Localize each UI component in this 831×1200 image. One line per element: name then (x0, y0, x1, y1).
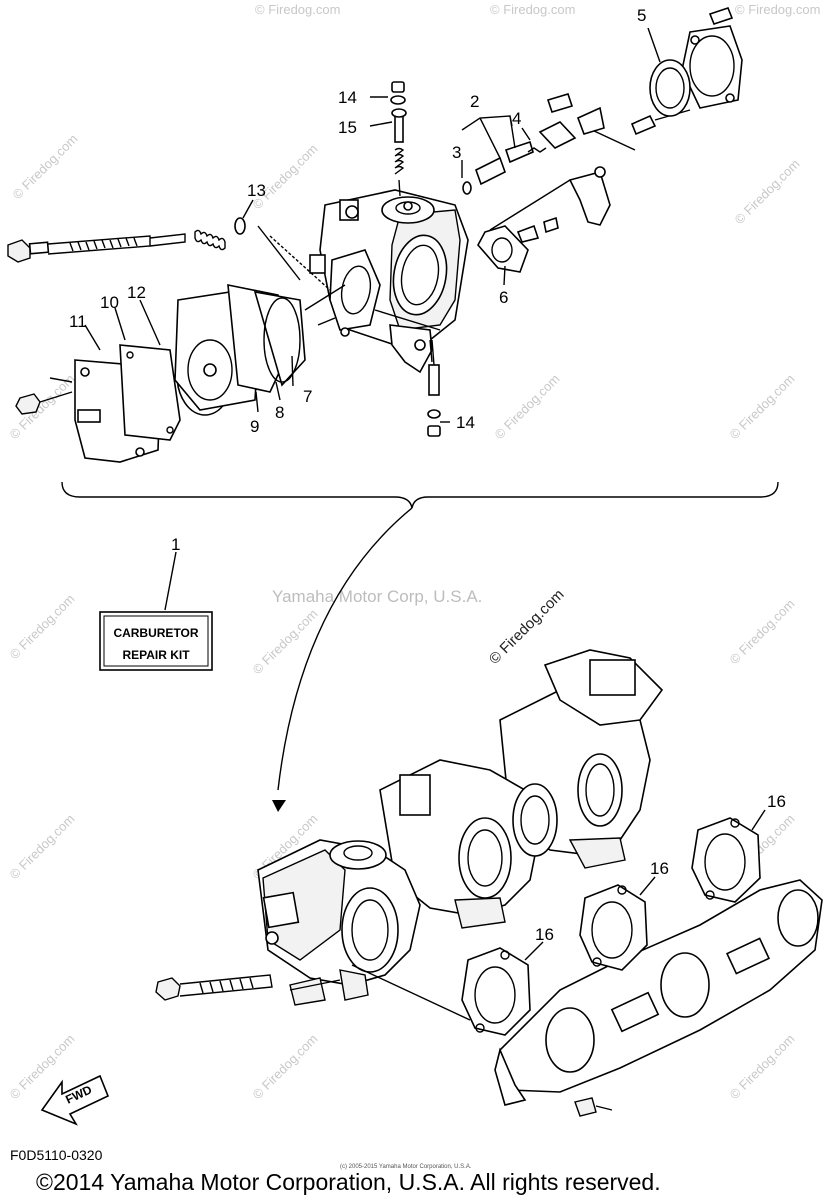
callout-12: 12 (127, 283, 146, 302)
leader-lines (84, 27, 661, 423)
callout-13: 13 (247, 181, 266, 200)
callout-5: 5 (637, 6, 646, 25)
exploded-view: 2 3 4 5 6 7 8 9 10 11 12 13 14 14 15 (7, 6, 743, 463)
diagram-code: F0D5110-0320 (10, 1147, 103, 1163)
watermark-site: © Firedog.com (486, 586, 568, 668)
watermark-text: © Firedog.com (727, 1031, 798, 1102)
gasket-3 (691, 817, 761, 903)
watermark-text: © Firedog.com (7, 591, 78, 662)
gasket-2 (579, 884, 648, 971)
watermark-text: © Firedog.com (255, 2, 340, 17)
watermark-text: © Firedog.com (732, 156, 803, 227)
watermark-text: © Firedog.com (492, 371, 563, 442)
kit-label-line1: CARBURETOR (113, 626, 198, 640)
callout-11: 11 (69, 312, 87, 331)
watermark-text: © Firedog.com (735, 2, 820, 17)
watermark-text: © Firedog.com (250, 141, 321, 212)
callout-16-middle: 16 (650, 859, 669, 878)
pump-cover-assembly (15, 284, 306, 463)
watermark-text: © Firedog.com (10, 131, 81, 202)
assembled-carburetors (155, 649, 664, 1006)
top-cover (649, 7, 743, 117)
adjust-screw (7, 217, 301, 281)
needle-valve-top (390, 81, 407, 197)
watermark-text: © Firedog.com (727, 371, 798, 442)
callout-3: 3 (452, 143, 461, 162)
callout-10: 10 (100, 293, 119, 312)
callout-6: 6 (499, 288, 508, 307)
fwd-arrow-icon: FWD (40, 1074, 110, 1126)
watermark-main: Yamaha Motor Corp, U.S.A. (272, 587, 482, 606)
guide-lines (269, 235, 441, 363)
needle-valve-bottom (427, 339, 441, 437)
watermark-text: © Firedog.com (7, 811, 78, 882)
pilot-screw-parts (462, 93, 691, 195)
callout-14-bottom: 14 (456, 413, 475, 432)
callout-15: 15 (338, 118, 357, 137)
callout-16-left: 16 (535, 925, 554, 944)
callout-8: 8 (275, 403, 284, 422)
callout-7: 7 (303, 387, 312, 406)
repair-kit-box: 1 CARBURETOR REPAIR KIT (99, 535, 213, 671)
gasket-1 (461, 947, 531, 1036)
group-bracket (61, 481, 779, 812)
watermark-text: © Firedog.com (250, 606, 321, 677)
small-print: (c) 2005-2015 Yamaha Motor Corporation, … (340, 1164, 472, 1170)
carburetor-body (309, 189, 469, 374)
watermark-text: © Firedog.com (490, 2, 575, 17)
callout-14-top: 14 (338, 88, 357, 107)
intake-manifold (494, 879, 823, 1117)
kit-label-line2: REPAIR KIT (122, 648, 190, 662)
callout-16-right: 16 (767, 792, 786, 811)
watermark-text: © Firedog.com (727, 596, 798, 667)
callout-2: 2 (470, 92, 479, 111)
side-gasket (477, 166, 611, 273)
watermark-text: © Firedog.com (250, 1031, 321, 1102)
callout-4: 4 (512, 109, 521, 128)
callout-1: 1 (171, 535, 180, 554)
callout-9: 9 (250, 417, 259, 436)
copyright-notice: ©2014 Yamaha Motor Corporation, U.S.A. A… (36, 1169, 661, 1195)
